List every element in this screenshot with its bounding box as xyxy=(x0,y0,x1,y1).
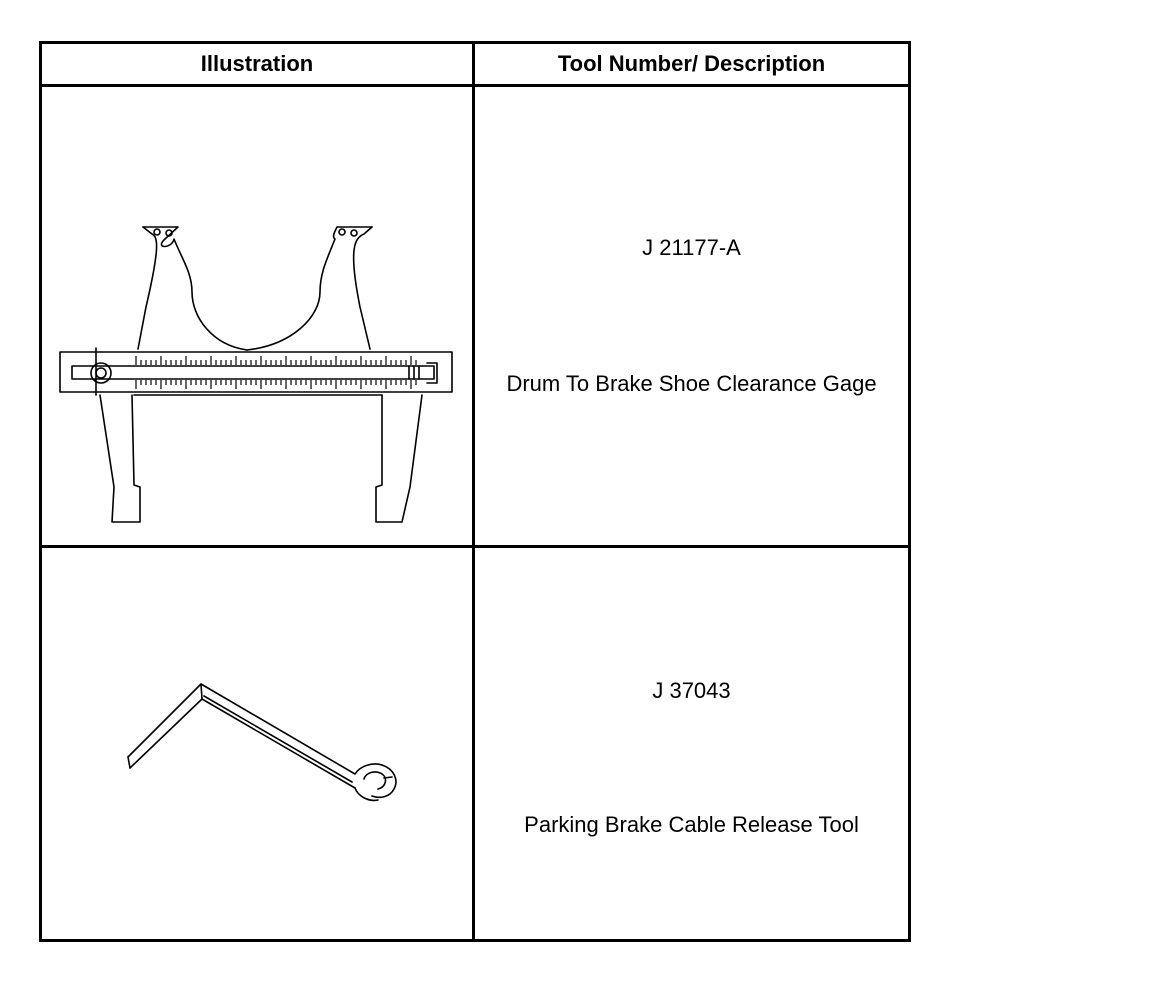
header-divider xyxy=(42,84,908,87)
tool-number: J 37043 xyxy=(652,678,731,703)
table-row-2-description: J 37043 Parking Brake Cable Release Tool xyxy=(475,548,908,939)
brake-clearance-gage-icon xyxy=(59,226,453,523)
tool-description: Parking Brake Cable Release Tool xyxy=(524,812,859,837)
table-row-2-illustration xyxy=(42,548,472,939)
tool-description: Drum To Brake Shoe Clearance Gage xyxy=(506,371,877,396)
row-divider xyxy=(42,545,908,548)
table-row-1-description: J 21177-A Drum To Brake Shoe Clearance G… xyxy=(475,87,908,545)
header-tool-description: Tool Number/ Description xyxy=(557,51,826,76)
tool-number: J 21177-A xyxy=(642,235,741,260)
table-row-1-illustration xyxy=(42,87,472,545)
column-divider xyxy=(472,44,475,939)
header-illustration: Illustration xyxy=(200,51,314,76)
cable-release-tool-icon xyxy=(127,683,397,802)
tool-table: Illustration Tool Number/ Description xyxy=(39,41,911,942)
